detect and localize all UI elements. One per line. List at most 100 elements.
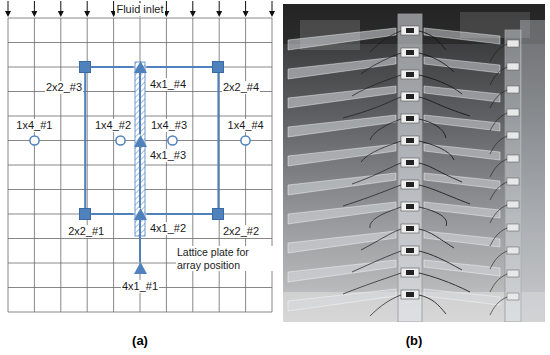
inlet-arrow-shaft	[113, 1, 114, 12]
sensor-board	[507, 178, 519, 185]
marker-circle	[167, 136, 176, 145]
acrylic-plate	[424, 202, 500, 218]
sensor-chip	[406, 226, 414, 231]
sensor-wire	[490, 113, 507, 131]
array-label: 1x4_#3	[150, 119, 188, 132]
array-label: 4x1_#4	[149, 78, 187, 91]
array-label: 2x2_#4	[222, 81, 260, 94]
acrylic-plate	[288, 144, 396, 166]
marker-outline	[134, 262, 147, 274]
photo-background	[283, 4, 545, 322]
marker-outline	[115, 135, 126, 146]
acrylic-plate	[288, 57, 396, 79]
array-connector	[139, 220, 141, 262]
inlet-arrow-head	[31, 11, 37, 17]
sensor-chip	[406, 270, 414, 275]
sensor-chip	[406, 160, 414, 165]
sensor-chip	[406, 94, 414, 99]
inlet-arrow-shaft	[8, 1, 9, 12]
acrylic-plate	[424, 231, 500, 247]
acrylic-column	[398, 14, 422, 322]
flow-label: Fluid inlet	[115, 3, 164, 16]
sensor-wire	[370, 295, 401, 316]
sensor-board	[507, 40, 519, 47]
array-1x4-marker: 1x4_#4	[240, 135, 251, 146]
sensor-wire	[419, 31, 446, 50]
sensor-board	[401, 268, 419, 277]
array-label: 4x1_#2	[149, 222, 187, 235]
array-label: 2x2_#3	[45, 81, 83, 94]
sensor-wire	[343, 185, 401, 206]
array-2x2-marker: 2x2_#2	[212, 208, 224, 220]
sensor-wire	[490, 297, 507, 315]
sensor-wire	[490, 159, 507, 177]
array-label: 2x2_#1	[67, 225, 105, 238]
sensor-board	[401, 246, 419, 255]
sensor-board	[401, 92, 419, 101]
sensor-wire	[370, 31, 401, 52]
marker-triangle	[134, 262, 147, 274]
marker-outline	[167, 135, 178, 146]
acrylic-plate	[288, 289, 396, 311]
array-connector	[91, 66, 133, 68]
array-label: 1x4_#4	[227, 119, 265, 132]
sensor-wire	[419, 251, 462, 270]
sensor-wire	[370, 119, 401, 140]
sensor-wire	[490, 182, 507, 200]
sensor-chip	[406, 292, 414, 297]
sensor-wire	[490, 274, 507, 292]
sensor-board	[507, 247, 519, 254]
array-connector	[84, 73, 86, 208]
array-1x4-marker: 1x4_#2	[115, 135, 126, 146]
sensor-board	[401, 202, 419, 211]
array-connector	[147, 213, 213, 215]
array-label: 4x1_#3	[149, 149, 187, 162]
marker-triangle	[134, 61, 147, 73]
part-label: Lattice plate for array position	[176, 246, 274, 271]
sensor-wire	[419, 163, 462, 182]
array-2x2-marker: 2x2_#4	[212, 61, 224, 73]
sensor-board	[507, 270, 519, 277]
sensor-wire	[490, 228, 507, 246]
array-label: 1x4_#2	[94, 119, 132, 132]
grid-line	[8, 42, 272, 43]
acrylic-plate	[424, 115, 500, 131]
array-1x4-marker: 1x4_#3	[167, 135, 178, 146]
sensor-board	[401, 70, 419, 79]
sensor-wire	[352, 75, 401, 96]
sensor-wire	[490, 205, 507, 223]
sensor-board	[507, 155, 519, 162]
inlet-arrow-shaft	[166, 1, 167, 12]
sensor-wire	[419, 97, 470, 116]
marker-circle	[30, 136, 39, 145]
array-label: 1x4_#1	[15, 119, 53, 132]
inlet-arrow-shaft	[272, 1, 273, 12]
inlet-arrow-head	[216, 11, 222, 17]
sensor-wire	[490, 67, 507, 85]
sensor-wire	[352, 163, 401, 184]
inlet-arrow-shaft	[245, 1, 246, 12]
marker-triangle	[134, 135, 147, 147]
array-label: 4x1_#1	[121, 280, 159, 293]
panel-label: (b)	[405, 333, 424, 348]
sensor-board	[401, 224, 419, 233]
sensor-wire	[490, 44, 507, 62]
inlet-arrow-head	[58, 11, 64, 17]
sensor-wire	[343, 97, 401, 118]
inlet-arrows	[5, 1, 275, 17]
sensor-chip	[406, 28, 414, 33]
acrylic-plate	[288, 28, 396, 50]
sensor-board	[401, 158, 419, 167]
sensor-wire	[343, 273, 401, 294]
inlet-arrow-head	[269, 11, 275, 17]
sensor-wire	[419, 75, 462, 94]
inlet-arrow-shaft	[60, 1, 61, 12]
sensor-chip	[406, 50, 414, 55]
sensor-wire	[361, 141, 401, 162]
sensor-chip	[406, 138, 414, 143]
acrylic-plate	[424, 144, 500, 160]
acrylic-plate	[288, 115, 396, 137]
sensor-board	[401, 180, 419, 189]
array-4x1-marker: 4x1_#1	[134, 262, 147, 274]
